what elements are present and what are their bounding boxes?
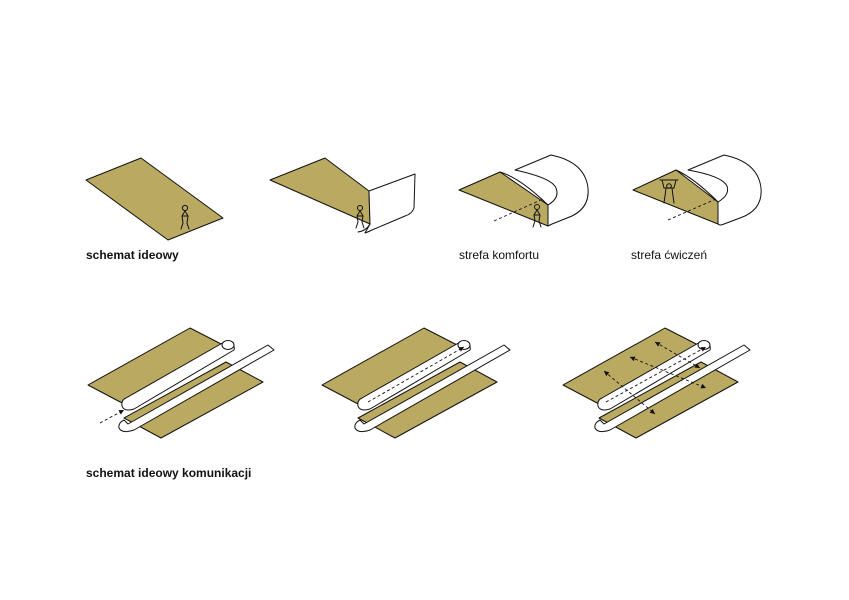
diagram-flat-sheet: [85, 157, 224, 241]
diagram-lifted-sheet: [269, 157, 416, 234]
person-figure-icon: [532, 204, 542, 228]
diagram-comfort-zone: [458, 154, 589, 228]
diagram-communication-1: [87, 327, 275, 439]
person-figure-icon: [355, 205, 365, 229]
label-comfort-zone: strefa komfortu: [459, 248, 540, 262]
label-communication-concept: schemat ideowy komunikacji: [86, 466, 252, 480]
exercising-figure-icon: [659, 179, 679, 204]
diagram-exercise-zone: [632, 154, 762, 226]
diagram-communication-2: [321, 327, 511, 439]
person-figure-icon: [180, 204, 190, 230]
label-concept: schemat ideowy: [86, 248, 179, 262]
label-exercise-zone: strefa ćwiczeń: [631, 248, 708, 262]
diagram-communication-3: [562, 327, 751, 439]
